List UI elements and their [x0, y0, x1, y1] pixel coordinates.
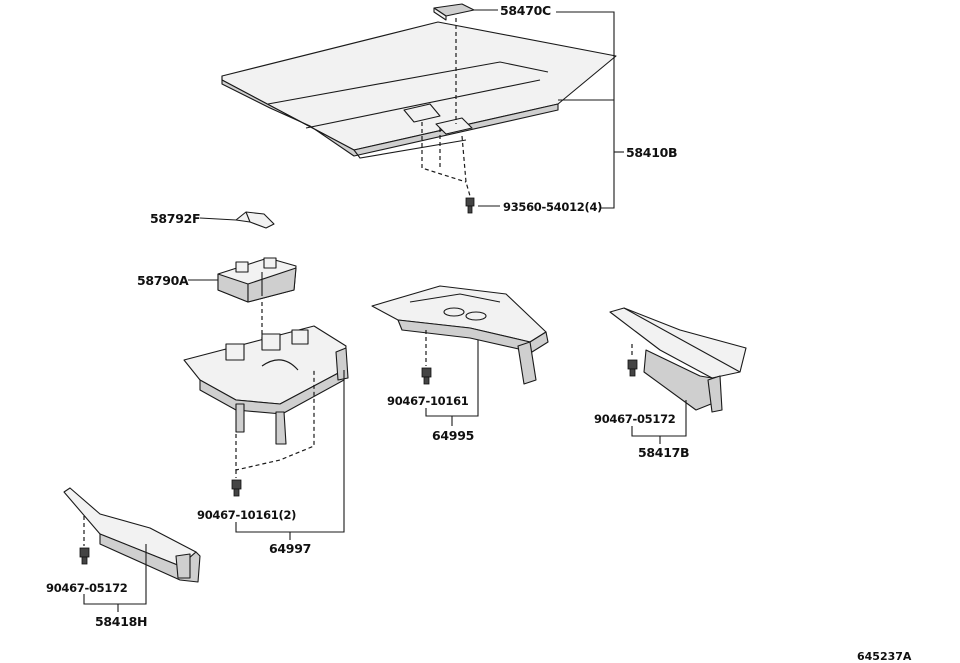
- label-58470c: 58470C: [500, 3, 551, 18]
- clip-90467-05172-right: [627, 359, 638, 377]
- label-90467-10161-2: 90467-10161(2): [197, 508, 296, 522]
- label-90467-10161: 90467-10161: [387, 394, 469, 408]
- panel-58417b: [609, 307, 747, 413]
- bracket-58792f: [235, 211, 275, 229]
- label-58410b: 58410B: [626, 145, 677, 160]
- label-58792f: 58792F: [150, 211, 200, 226]
- label-58418h: 58418H: [95, 614, 147, 629]
- label-90467-05172-right: 90467-05172: [594, 412, 676, 426]
- cover-58470c: [433, 3, 475, 21]
- deck-board-58410b: [221, 21, 617, 159]
- label-93560-54012: 93560-54012(4): [503, 200, 602, 214]
- label-64997: 64997: [269, 541, 311, 556]
- tray-64997: [183, 325, 349, 445]
- panel-58418h: [63, 487, 201, 583]
- label-64995: 64995: [432, 428, 474, 443]
- clip-90467-05172-left: [79, 547, 90, 565]
- diagram-ref-number: 645237A: [857, 650, 912, 663]
- clip-90467-10161-2: [231, 479, 242, 497]
- label-58417b: 58417B: [638, 445, 689, 460]
- clip-90467-10161: [421, 367, 432, 385]
- screw-93560: [465, 197, 475, 214]
- label-90467-05172-left: 90467-05172: [46, 581, 128, 595]
- label-58790a: 58790A: [137, 273, 189, 288]
- holder-58790a: [217, 257, 297, 303]
- tray-64995: [371, 285, 549, 385]
